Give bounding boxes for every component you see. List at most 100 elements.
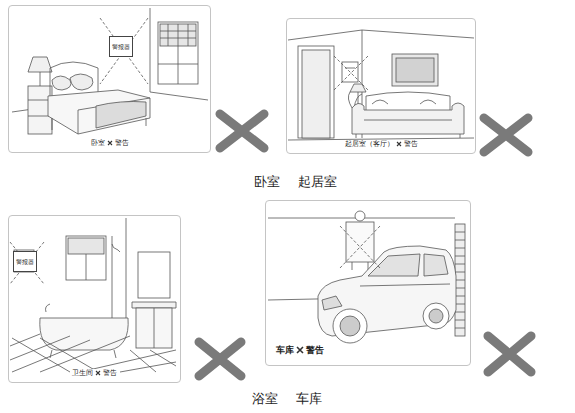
- bathroom-sketch: [68, 238, 104, 254]
- room-name: 卫生间: [72, 369, 93, 377]
- bedroom-sketch: [52, 118, 53, 130]
- bathroom-sketch: [46, 304, 51, 312]
- garage-sketch: [423, 303, 449, 329]
- living-room-sketch: [298, 46, 334, 138]
- small-cross-mark: [397, 142, 401, 146]
- bedroom-sketch: [96, 102, 146, 129]
- caption-patch: 车库警告: [274, 345, 326, 356]
- bedroom-sketch: [178, 24, 179, 46]
- bathroom-sketch: [10, 218, 176, 372]
- bathroom-sketch: [114, 350, 116, 358]
- room-label: 车库: [296, 390, 322, 408]
- bedroom-sketch: [168, 24, 169, 46]
- caption-patch: 卫生间 警告: [70, 369, 119, 377]
- forbidden-cross: [100, 18, 148, 84]
- living-room-sketch: [364, 120, 452, 121]
- living-room-sketch: [352, 103, 464, 134]
- bedroom-sketch: [150, 92, 208, 100]
- living-room-sketch: [372, 100, 436, 104]
- bedroom-sketch: [178, 46, 179, 84]
- living-room-sketch: [366, 92, 450, 110]
- garage-sketch: [360, 284, 450, 286]
- bedroom-sketch: [28, 57, 52, 72]
- bedroom-sketch: [188, 24, 189, 46]
- living-room-sketch: [392, 54, 438, 86]
- garage-sketch: [322, 296, 342, 310]
- bathroom-sketch: [132, 302, 176, 308]
- bedroom-sketch: [40, 72, 41, 86]
- small-cross-mark: [394, 141, 404, 147]
- bathroom-sketch: [136, 308, 172, 348]
- room-panel: 车库警告: [265, 200, 471, 366]
- forbidden-cross: [334, 56, 368, 90]
- room-panel: 警报器卫生间 警告: [8, 215, 181, 383]
- forbidden-cross: [10, 242, 44, 284]
- bedroom-sketch: [50, 62, 98, 96]
- bedroom-sketch: [146, 118, 147, 126]
- room-label: 起居室: [298, 173, 337, 191]
- forbidden-cross: [340, 226, 380, 268]
- big-cross-mark: [484, 118, 528, 152]
- small-cross-mark: [105, 140, 115, 146]
- garage-sketch: [352, 262, 353, 270]
- living-room-sketch: [356, 134, 357, 138]
- small-cross-mark: [96, 371, 100, 375]
- room-caption: 卧室 警告: [9, 130, 210, 149]
- garage-sketch: [268, 211, 465, 343]
- device-label: 警报器: [110, 44, 132, 51]
- small-cross-mark: [93, 370, 103, 376]
- room-label: 卧室: [254, 173, 280, 191]
- big-cross-mark: [488, 336, 531, 372]
- small-cross-mark: [108, 141, 112, 145]
- bedroom-sketch: [158, 22, 198, 84]
- forbidden-cross: [340, 226, 380, 268]
- forbidden-cross: [334, 56, 368, 90]
- living-room-sketch: [288, 30, 362, 40]
- room-panel: 起居室（客厅） 警告: [286, 18, 476, 154]
- bedroom-sketch: [158, 64, 198, 65]
- room-panel: 警报器卧室 警告: [8, 5, 211, 153]
- caption-patch: 卧室 警告: [89, 139, 131, 147]
- warning-text: 警告: [115, 139, 129, 147]
- room-name: 卧室: [91, 139, 105, 147]
- bathroom-sketch: [126, 218, 127, 330]
- living-room-sketch: [460, 134, 461, 138]
- garage-sketch: [340, 316, 360, 336]
- small-cross-mark: [294, 346, 306, 354]
- caption-patch: 起居室（客厅） 警告: [343, 140, 420, 148]
- room-caption: 卫生间 警告: [9, 360, 180, 379]
- small-cross-mark: [297, 347, 303, 353]
- device-label: 警报器: [14, 259, 36, 266]
- bedroom-sketch: [52, 76, 71, 90]
- bathroom-sketch: [138, 252, 170, 298]
- forbidden-cross: [10, 242, 44, 284]
- alarm-device: 警报器: [109, 36, 133, 57]
- alarm-device: 警报器: [13, 251, 37, 272]
- big-cross-mark: [220, 114, 264, 148]
- garage-sketch: [333, 309, 367, 343]
- room-name: 车库: [276, 345, 294, 355]
- warning-text: 警告: [103, 369, 117, 377]
- bathroom-sketch: [12, 338, 176, 372]
- garage-sketch: [346, 222, 374, 262]
- room-name: 起居室（客厅）: [345, 140, 394, 148]
- bathroom-sketch: [112, 244, 113, 318]
- room-caption: 起居室（客厅） 警告: [287, 131, 475, 150]
- bedroom-sketch: [48, 90, 150, 134]
- bathroom-sketch: [10, 334, 176, 372]
- garage-sketch: [429, 309, 443, 323]
- bedroom-sketch: [78, 110, 79, 134]
- room-label: 浴室: [252, 390, 278, 408]
- forbidden-cross: [100, 18, 148, 84]
- living-room-sketch: [288, 30, 474, 140]
- bedroom-sketch: [150, 8, 151, 92]
- room-caption: 车库警告: [266, 338, 470, 357]
- bathroom-sketch: [50, 350, 52, 358]
- garage-sketch: [455, 224, 465, 336]
- forbidden-cross: [100, 18, 148, 84]
- bathroom-sketch: [154, 308, 155, 348]
- warning-text: 警告: [404, 140, 418, 148]
- bathroom-sketch: [112, 236, 120, 252]
- garage-sketch: [424, 254, 448, 276]
- living-room-sketch: [302, 50, 330, 138]
